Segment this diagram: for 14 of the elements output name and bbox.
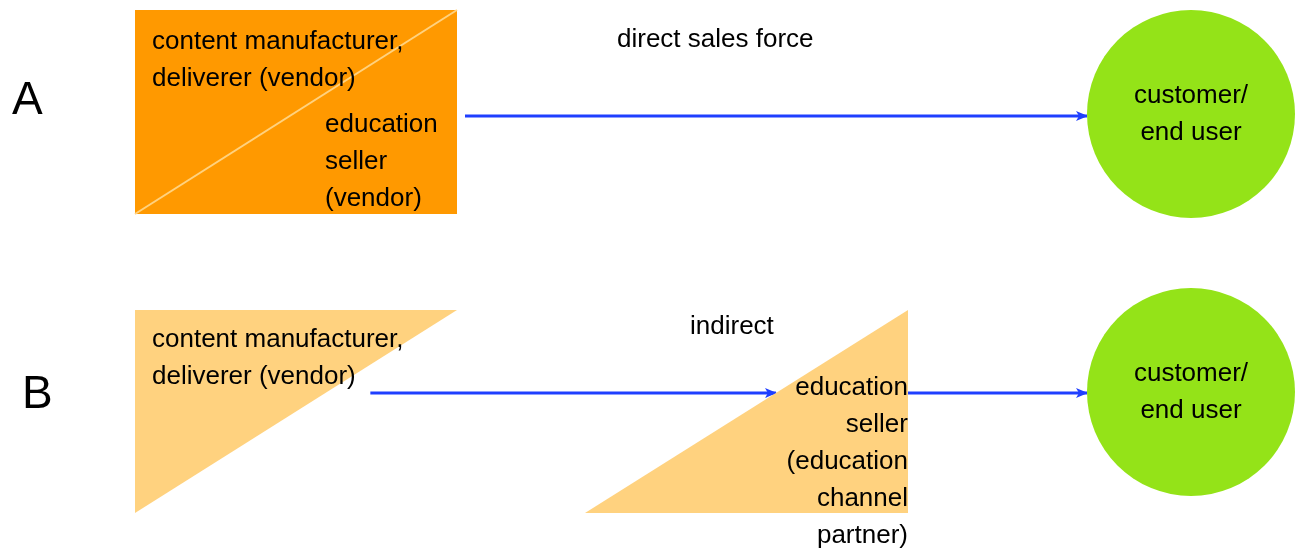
- node-text: content manufacturer, deliverer (vendor): [152, 322, 405, 392]
- row-letter: B: [22, 366, 53, 418]
- arrow: [908, 388, 1088, 398]
- row-letter: A: [12, 72, 43, 124]
- node-text: content manufacturer, deliverer (vendor): [152, 24, 405, 94]
- arrow: [370, 388, 777, 398]
- triangle-shape: [135, 310, 457, 513]
- node-text: customer/ end user: [1132, 78, 1250, 148]
- arrow: [465, 111, 1088, 121]
- node-text: education seller (education channel partner): [785, 370, 908, 551]
- node-text: education seller (vendor): [325, 107, 439, 214]
- circle: [1087, 10, 1295, 218]
- circle: [1087, 288, 1295, 496]
- node-text: customer/ end user: [1132, 356, 1250, 426]
